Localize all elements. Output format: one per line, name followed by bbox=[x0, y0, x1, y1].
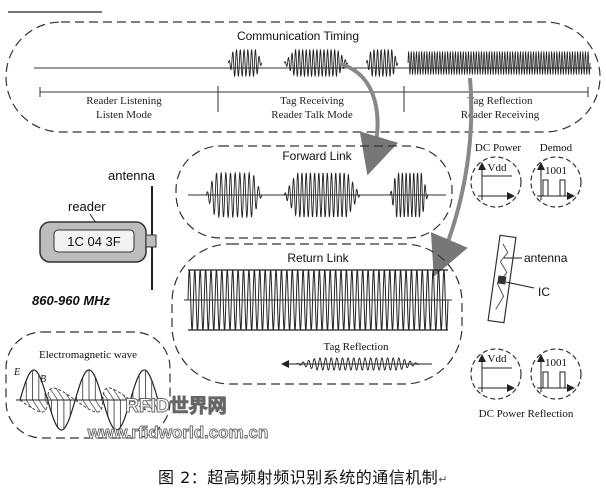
forward-link-title: Forward Link bbox=[282, 149, 352, 163]
em-b-vector bbox=[101, 399, 104, 402]
bottom-bits-pulses bbox=[541, 371, 570, 389]
watermark-line1: RFID世界网 bbox=[125, 395, 226, 417]
em-b-vector bbox=[94, 399, 102, 410]
figure-caption-text: 图 2：超高频射频识别系统的通信机制 bbox=[158, 468, 439, 487]
watermark: RFID世界网 www.rfidworld.com.cn bbox=[86, 395, 269, 443]
dc-power-gauge bbox=[470, 156, 522, 208]
phase1-line1: Reader Listening bbox=[86, 95, 162, 107]
reader-label: reader bbox=[68, 199, 106, 214]
em-b-vector bbox=[38, 399, 46, 411]
dc-power-vdd: Vdd bbox=[488, 162, 507, 174]
demod-bits: 1001 bbox=[545, 165, 567, 177]
bottom-vdd-gauge bbox=[470, 348, 522, 400]
em-b-vector bbox=[47, 394, 52, 401]
reader-antenna-label: antenna bbox=[108, 168, 156, 183]
forward-link-waveform bbox=[205, 171, 429, 219]
phase2-line2: Reader Talk Mode bbox=[271, 109, 353, 121]
bottom-bits-gauge bbox=[530, 348, 582, 400]
forward-link-burst bbox=[283, 172, 361, 218]
bottom-vdd-curve bbox=[481, 367, 512, 388]
em-b-vector bbox=[132, 399, 136, 404]
tag-antenna-trace bbox=[495, 243, 509, 310]
demod-gauge bbox=[530, 156, 582, 208]
em-b-vector bbox=[82, 399, 90, 410]
em-field-vectors bbox=[25, 370, 158, 429]
timing-burst bbox=[365, 48, 399, 78]
tag-reflection-label: Tag Reflection bbox=[324, 341, 389, 353]
reader-connector bbox=[145, 234, 157, 248]
em-b-label: B bbox=[40, 374, 46, 385]
watermark-line2: www.rfidworld.com.cn bbox=[87, 423, 269, 442]
em-b-vector bbox=[44, 399, 48, 404]
demod-pulses bbox=[541, 179, 570, 197]
return-link-border bbox=[171, 243, 463, 385]
return-link-title: Return Link bbox=[287, 251, 349, 265]
tag-ic-label: IC bbox=[538, 285, 550, 299]
em-b-vector bbox=[138, 399, 147, 411]
em-wave-panel: Electromagnetic wave E B bbox=[5, 331, 171, 439]
return-link-panel: Return Link Tag Reflection bbox=[171, 243, 463, 385]
em-b-vector bbox=[88, 399, 98, 413]
forward-link-burst bbox=[389, 172, 429, 218]
timing-burst bbox=[227, 48, 263, 78]
forward-link-burst bbox=[205, 171, 263, 219]
timing-panel: Communication Timing Reader Listening Li… bbox=[5, 21, 601, 133]
reader-frequency: 860-960 MHz bbox=[32, 293, 111, 308]
em-b-vector bbox=[25, 399, 32, 409]
timing-to-return-arrow bbox=[430, 77, 474, 277]
em-b-vector bbox=[122, 394, 127, 401]
em-b-vector bbox=[32, 399, 41, 413]
em-b-vector bbox=[145, 399, 154, 413]
dc-power-reflection-bottom: Vdd 1001 DC Power Reflection bbox=[470, 348, 582, 420]
paragraph-mark: ↵ bbox=[438, 473, 448, 486]
em-wave-border bbox=[5, 331, 171, 439]
em-e-label: E bbox=[13, 367, 20, 378]
figure-caption: 图 2：超高频射频识别系统的通信机制↵ bbox=[0, 464, 606, 488]
return-link-envelope bbox=[188, 269, 448, 331]
dc-power-demod-top: DC Power Demod Vdd 1001 bbox=[470, 142, 582, 208]
forward-link-panel: Forward Link bbox=[175, 145, 453, 239]
tag-group: antenna IC bbox=[487, 234, 568, 324]
dc-power-title: DC Power bbox=[475, 142, 521, 154]
phase3-line1: Tag Reflection bbox=[468, 95, 533, 107]
bottom-vdd-label: Vdd bbox=[488, 353, 507, 365]
reader-display bbox=[53, 229, 135, 253]
tag-antenna-label: antenna bbox=[524, 251, 568, 265]
em-b-vector bbox=[112, 388, 121, 401]
em-b-vector bbox=[65, 393, 71, 401]
em-b-vector bbox=[151, 399, 158, 409]
dc-power-curve bbox=[481, 175, 512, 196]
timing-burst bbox=[407, 50, 591, 76]
forward-link-border bbox=[175, 145, 453, 239]
em-b-vector bbox=[50, 388, 58, 401]
phase3-line2: Reader Receiving bbox=[461, 109, 540, 121]
tag-ic-chip bbox=[497, 275, 507, 285]
tag-reflection-waveform bbox=[295, 357, 421, 371]
reader-group: antenna reader 1C 04 3F 860-960 MHz bbox=[32, 168, 157, 308]
em-b-vector bbox=[55, 388, 65, 401]
tag-inlay bbox=[487, 234, 517, 324]
reader-display-text: 1C 04 3F bbox=[67, 234, 121, 249]
timing-title: Communication Timing bbox=[237, 29, 359, 43]
return-link-waveform bbox=[187, 269, 449, 331]
dc-power-reflection-caption: DC Power Reflection bbox=[479, 408, 574, 420]
bottom-bits-label: 1001 bbox=[545, 357, 567, 369]
phase1-line2: Listen Mode bbox=[96, 109, 152, 121]
demod-title: Demod bbox=[540, 142, 573, 154]
tag-ic-leader bbox=[505, 281, 535, 289]
timing-panel-border bbox=[5, 21, 601, 133]
phase2-line1: Tag Receiving bbox=[280, 95, 344, 107]
em-b-vector bbox=[76, 399, 78, 402]
timing-burst bbox=[283, 48, 349, 78]
em-b-vector bbox=[103, 393, 109, 401]
em-b-vector bbox=[106, 388, 115, 401]
em-wave-title: Electromagnetic wave bbox=[39, 349, 137, 361]
timing-bursts bbox=[227, 48, 591, 78]
